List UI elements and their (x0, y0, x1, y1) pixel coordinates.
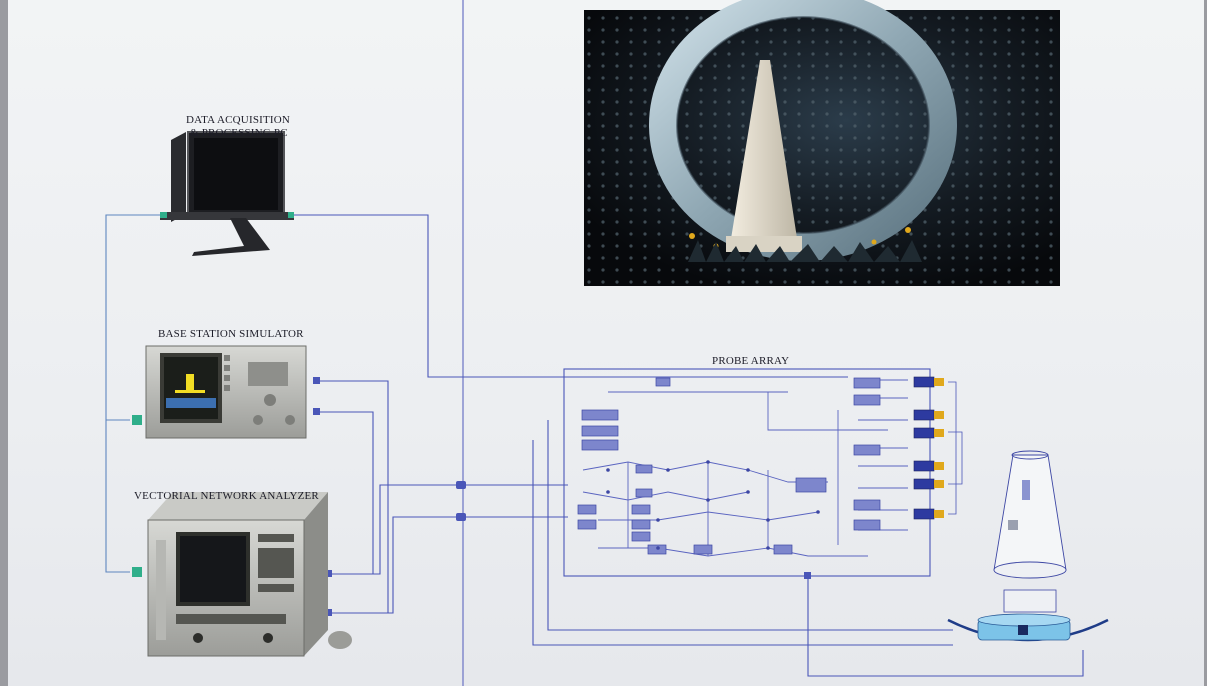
probe-array-label: PROBE ARRAY (712, 355, 790, 367)
poster-background: DATA ACQUISITION & PROCESSING PC BASE ST… (8, 0, 1204, 686)
network-analyzer-icon (132, 492, 352, 657)
vna-label: VECTORIAL NETWORK ANALYZER (134, 490, 319, 502)
measurement-setup-diagram (105, 0, 1109, 686)
probe-array-switch-matrix (563, 368, 931, 577)
positioner-mast (730, 60, 798, 245)
pc-label-line1: DATA ACQUISITION (186, 114, 291, 126)
pc-monitor-icon (160, 131, 294, 256)
probe-connectors (913, 376, 963, 520)
chamber-photo (584, 0, 1060, 286)
mouse-icon (328, 631, 352, 649)
base-station-label: BASE STATION SIMULATOR (158, 328, 304, 340)
device-under-test (947, 450, 1109, 642)
probe-ring (649, 0, 957, 261)
cable-connections (105, 214, 1084, 677)
pc-label-line2: & PROCESSING PC (190, 127, 288, 139)
signal-analyzer-icon (132, 345, 307, 439)
inline-connectors (313, 377, 811, 616)
